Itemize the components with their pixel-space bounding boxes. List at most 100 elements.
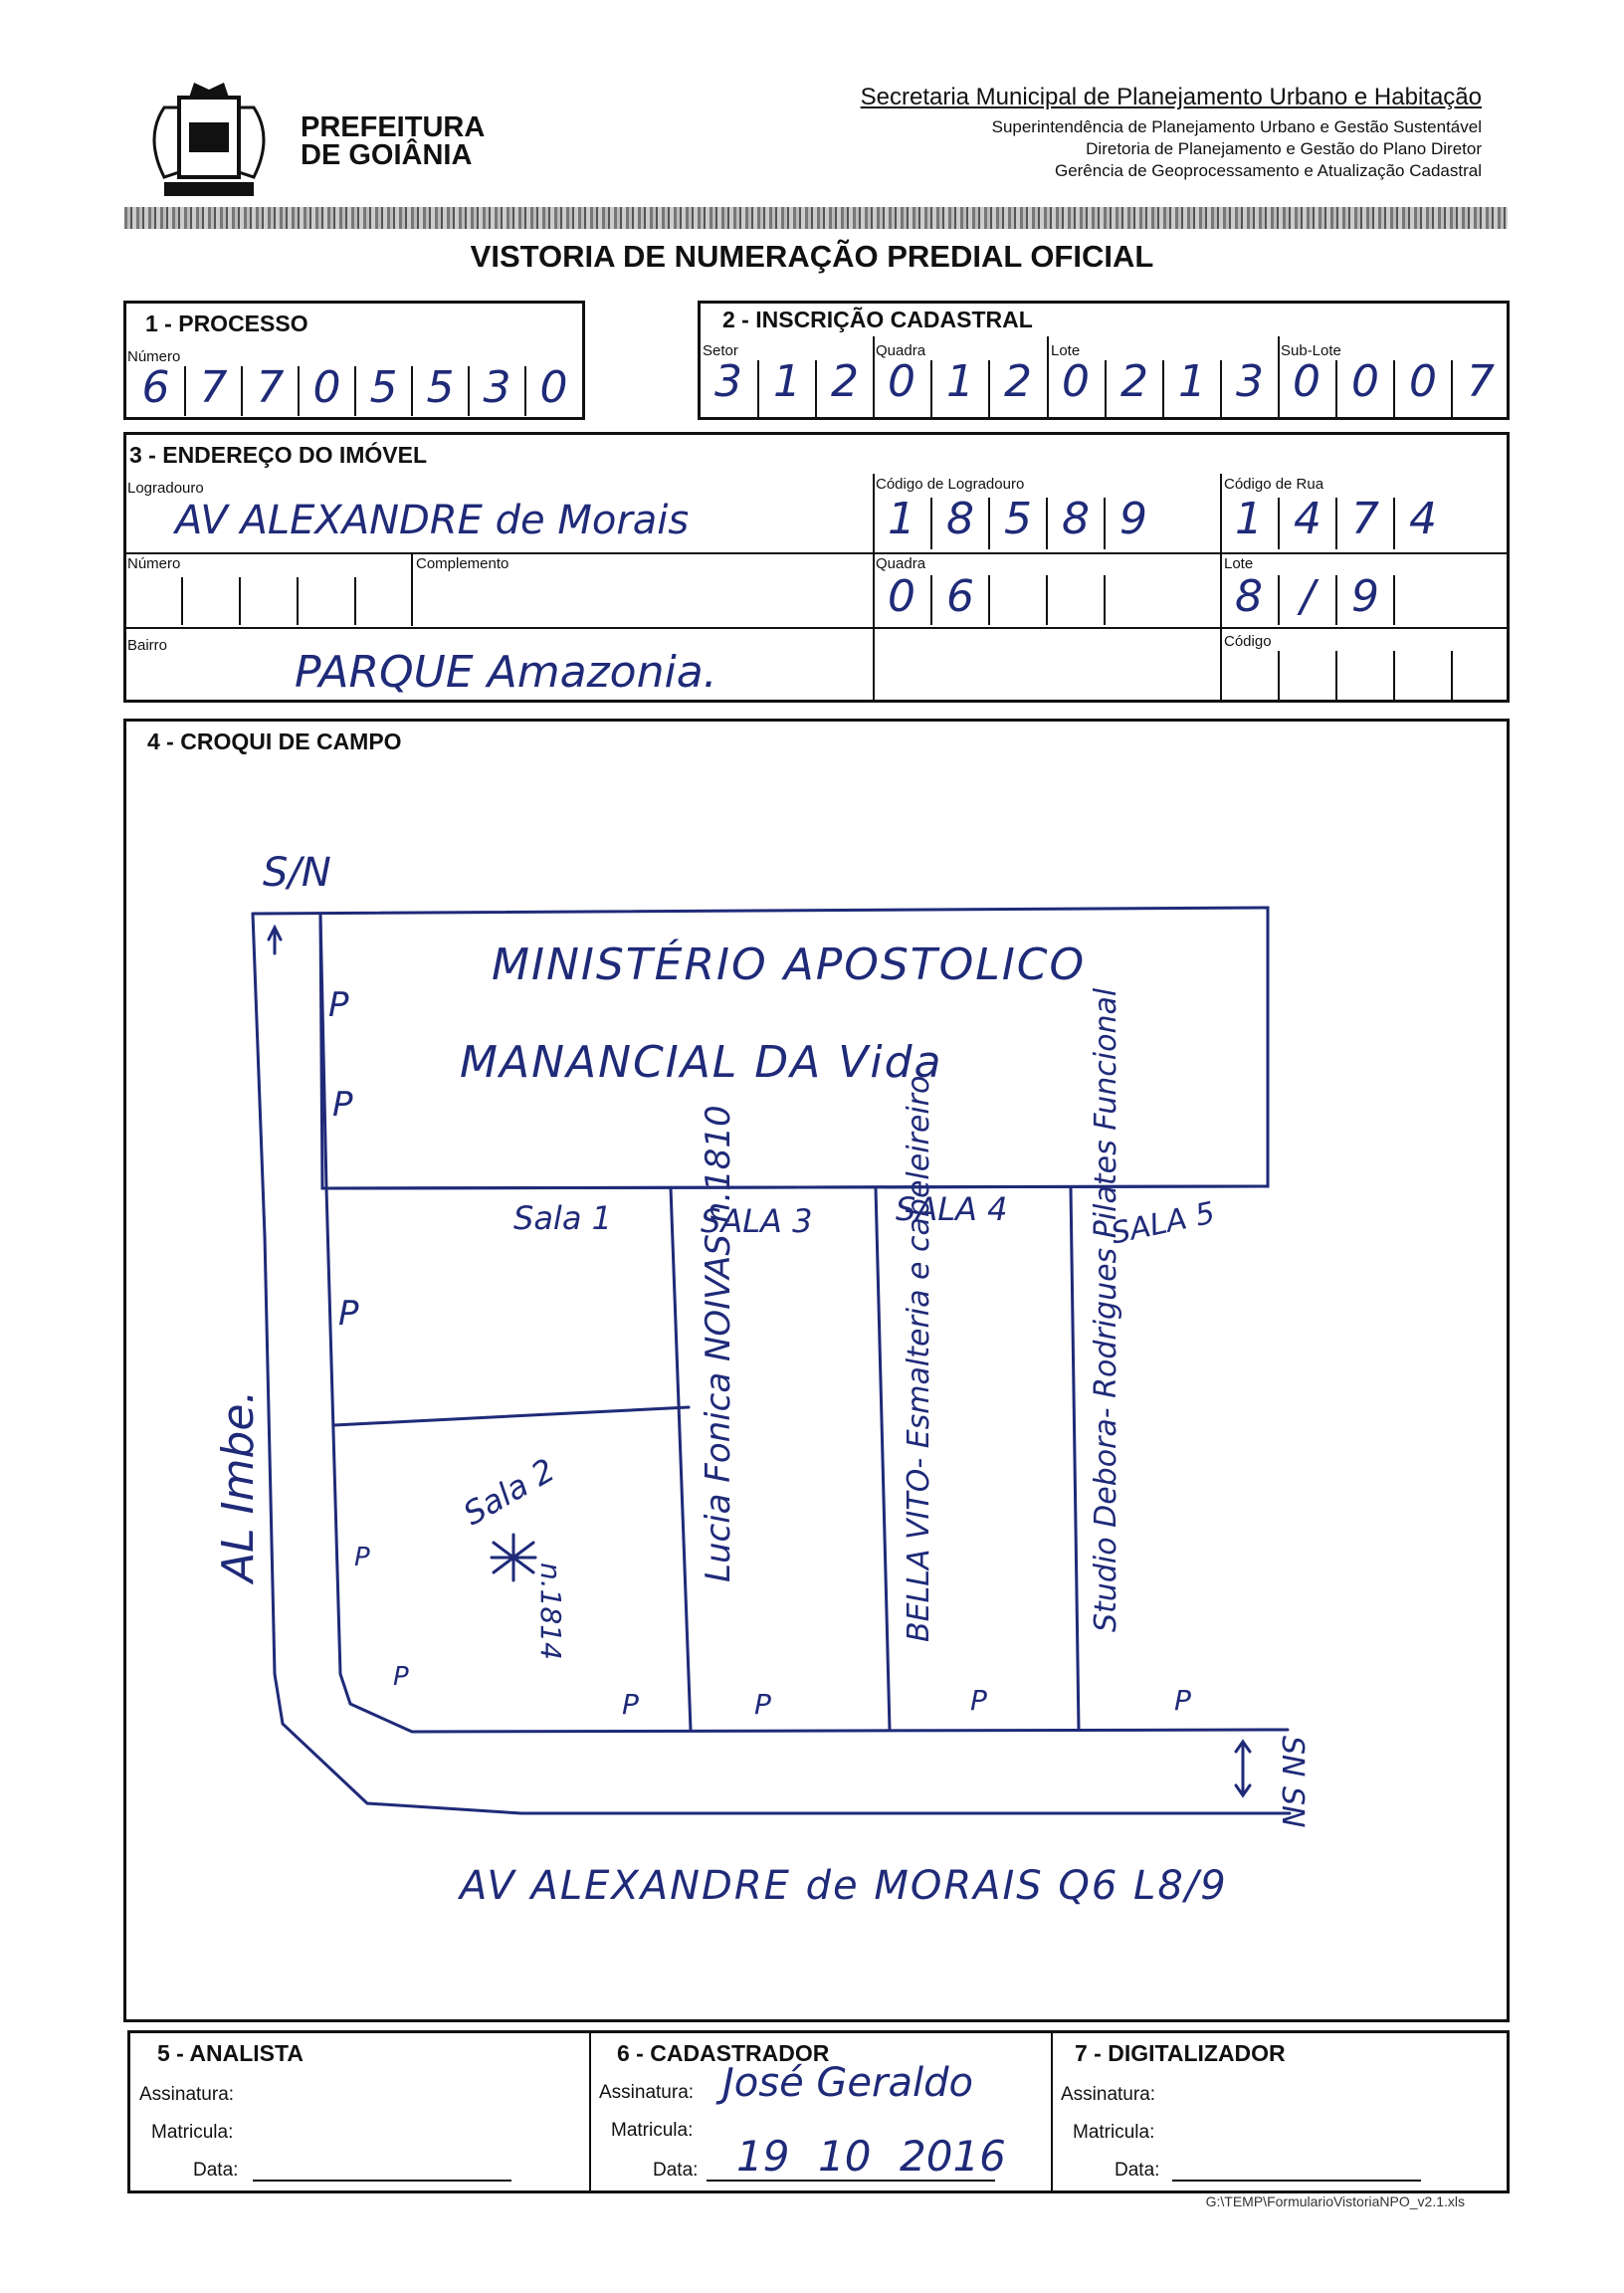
digit-cell [1451, 651, 1509, 701]
digit-cell [354, 577, 412, 625]
cadastrador-signature: José Geraldo [722, 2060, 973, 2106]
footer-file-path: G:\TEMP\FormularioVistoriaNPO_v2.1.xls [1205, 2193, 1465, 2209]
header-line2: Superintendência de Planejamento Urbano … [991, 117, 1482, 136]
croqui-title: 4 - CROQUI DE CAMPO [147, 729, 402, 754]
lote-label: Lote [1051, 342, 1081, 359]
secretaria-title: Secretaria Municipal de Planejamento Urb… [860, 84, 1482, 110]
cadastrador-matricula-label: Matricula: [611, 2120, 694, 2141]
cadastrador-data-label: Data: [653, 2160, 699, 2181]
parking-p: P [754, 1688, 771, 1721]
asterisk-mark [490, 1533, 537, 1582]
digit-cell: 6 [141, 362, 170, 413]
org-name-line2: DE GOIÂNIA [301, 139, 473, 171]
processo-box [123, 301, 585, 420]
digit-cell: 1 [888, 494, 915, 544]
digit-cell: 2 [815, 356, 873, 418]
cadastrador-assinatura-label: Assinatura: [599, 2082, 695, 2103]
digit-cell: 0 [888, 356, 915, 407]
digit-cell [123, 577, 181, 625]
cod-rua-label: Código de Rua [1224, 476, 1324, 493]
parking-p: P [393, 1662, 409, 1692]
street-side-label: AL Imbe. [213, 1389, 264, 1582]
endereco-box [123, 432, 1510, 703]
lote3-digits: 8/9 [1220, 571, 1451, 625]
inscricao-box [698, 301, 1510, 420]
analista-data-label: Data: [193, 2160, 239, 2181]
digit-cell: 3 [1220, 356, 1278, 418]
parking-p: P [970, 1684, 987, 1717]
digit-cell [1046, 575, 1104, 625]
digit-cell: 0 [1062, 356, 1090, 407]
cadastrador-date-day: 19 [736, 2132, 790, 2181]
digit-cell: 0 [1393, 356, 1451, 418]
arrow-right [1234, 1739, 1252, 1798]
divider-3 [669, 1186, 693, 1732]
endereco-title: 3 - ENDEREÇO DO IMÓVEL [129, 442, 428, 468]
road-corner-outer [251, 912, 1292, 1815]
numero-label: Número [127, 555, 181, 572]
croqui-box [123, 719, 1510, 2022]
analista-assinatura-label: Assinatura: [139, 2084, 235, 2105]
digit-cell [1278, 651, 1335, 701]
digit-cell [1335, 651, 1393, 701]
parking-p: P [328, 985, 349, 1025]
analista-matricula-label: Matricula: [151, 2122, 234, 2143]
complemento-label: Complemento [416, 555, 509, 572]
divider-5 [1069, 1186, 1081, 1732]
road-corner-inner [318, 912, 1290, 1734]
digit-cell: / [1278, 571, 1335, 625]
digit-cell: 9 [1335, 571, 1393, 625]
cadastrador-date-month: 10 [818, 2132, 872, 2181]
sala3-label: SALA 3 [701, 1202, 813, 1240]
digit-cell: 7 [241, 362, 298, 416]
header-line3: Diretoria de Planejamento e Gestão do Pl… [1086, 139, 1482, 158]
digit-cell: 0 [1293, 356, 1320, 407]
digit-cell: 0 [888, 571, 915, 622]
cadastrador-date-year: 2016 [900, 2132, 1006, 2181]
header-band [124, 207, 1508, 229]
digit-cell [239, 577, 297, 625]
processo-title: 1 - PROCESSO [145, 311, 308, 336]
digit-cell: 4 [1393, 494, 1451, 549]
coat-of-arms-logo [134, 78, 284, 207]
lote3-label: Lote [1224, 555, 1254, 572]
digit-cell [1104, 575, 1161, 625]
street-bottom-label: AV ALEXANDRE de MORAIS Q6 L8/9 [460, 1863, 1228, 1909]
building-name-2: MANANCIAL DA Vida [460, 1037, 943, 1088]
digit-cell: 5 [411, 362, 468, 416]
digitalizador-matricula-label: Matricula: [1073, 2122, 1155, 2143]
header-line4: Gerência de Geoprocessamento e Atualizaç… [1054, 161, 1482, 180]
digit-cell [297, 577, 354, 625]
digit-cell: 9 [1104, 494, 1161, 549]
quadra3-label: Quadra [876, 555, 926, 572]
digit-cell: 3 [468, 362, 524, 416]
parking-p: P [332, 1085, 353, 1125]
digit-cell [1393, 575, 1451, 625]
sala4-label: SALA 4 [896, 1190, 1008, 1228]
digit-cell: 0 [524, 362, 581, 416]
signatures-box [127, 2030, 1510, 2193]
digit-cell: 0 [1335, 356, 1393, 418]
parking-p: P [622, 1688, 639, 1721]
org-name-line1: PREFEITURA [301, 111, 486, 143]
digitalizador-data-label: Data: [1115, 2160, 1160, 2181]
digit-cell: 7 [1451, 356, 1509, 418]
digit-cell: 6 [930, 571, 988, 625]
logradouro-label: Logradouro [127, 480, 204, 497]
quadra-label: Quadra [876, 342, 926, 359]
digit-cell: 2 [1105, 356, 1162, 418]
building-name: MINISTÉRIO APOSTOLICO [492, 939, 1087, 990]
sublote-label: Sub-Lote [1281, 342, 1341, 359]
processo-number-label: Número [127, 348, 181, 365]
cod-logradouro-label: Código de Logradouro [876, 476, 1025, 493]
digit-cell: 7 [1335, 494, 1393, 549]
digit-cell: 1 [757, 356, 815, 418]
